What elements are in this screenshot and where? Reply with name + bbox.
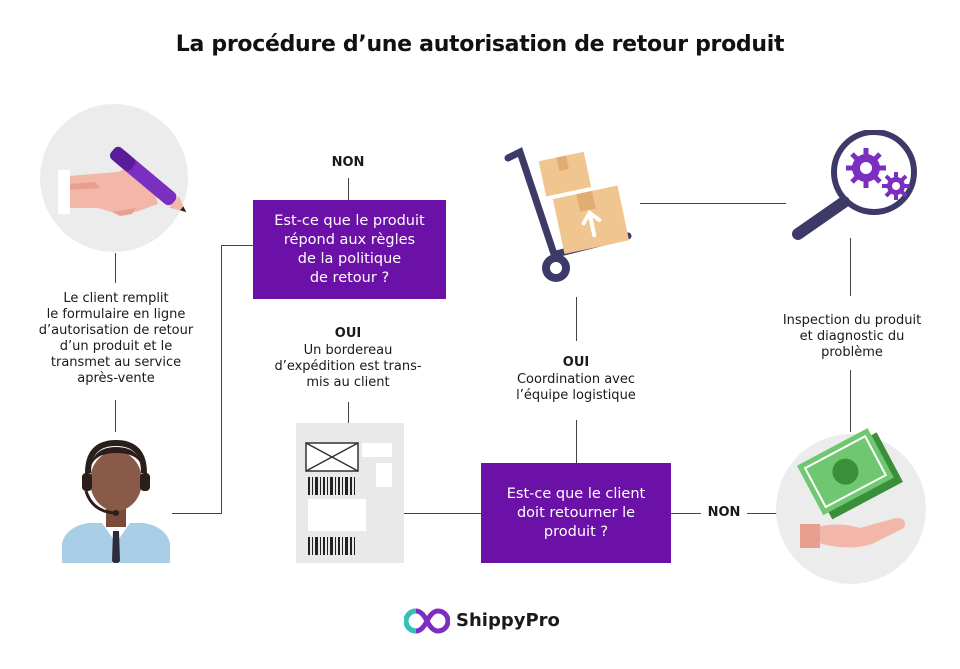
- hand-truck-boxes-icon: [498, 142, 638, 287]
- inspection-text: Inspection du produit et diagnostic du p…: [772, 313, 932, 361]
- connector-line: [671, 513, 701, 514]
- brand-name: ShippyPro: [456, 610, 560, 631]
- hand-money-icon: [776, 420, 932, 580]
- coordination-text: Coordination avec l’équipe logistique: [496, 372, 656, 404]
- oui-label-1: OUI: [318, 326, 378, 342]
- return-question-text: Est-ce que le client doit retourner le p…: [507, 485, 645, 542]
- connector-line: [348, 178, 349, 200]
- return-question-box: Est-ce que le client doit retourner le p…: [481, 463, 671, 563]
- connector-line: [850, 238, 851, 296]
- connector-line: [221, 245, 222, 514]
- shipping-label-icon: [296, 423, 406, 563]
- connector-line: [576, 297, 577, 341]
- hand-pen-icon: [40, 104, 190, 254]
- connector-line: [640, 203, 786, 204]
- shippypro-logo-icon: [404, 607, 450, 635]
- label-sent-text: Un bordereau d’expédition est trans- mis…: [268, 343, 428, 391]
- connector-line: [172, 513, 222, 514]
- connector-line: [115, 253, 116, 283]
- non-right-label: NON: [699, 505, 749, 521]
- connector-line: [576, 420, 577, 464]
- connector-line: [404, 513, 481, 514]
- policy-question-box: Est-ce que le produit répond aux règles …: [253, 200, 446, 299]
- client-fills-form-text: Le client remplit le formulaire en ligne…: [38, 291, 194, 387]
- connector-line: [747, 513, 777, 514]
- connector-line: [348, 402, 349, 424]
- magnifier-gears-icon: [784, 130, 920, 240]
- policy-question-text: Est-ce que le produit répond aux règles …: [274, 212, 424, 288]
- oui-label-2: OUI: [546, 355, 606, 371]
- agent-headset-icon: [58, 433, 174, 563]
- connector-line: [221, 245, 254, 246]
- connector-line: [115, 400, 116, 432]
- non-top-label: NON: [318, 155, 378, 171]
- page-title: La procédure d’une autorisation de retou…: [0, 32, 960, 57]
